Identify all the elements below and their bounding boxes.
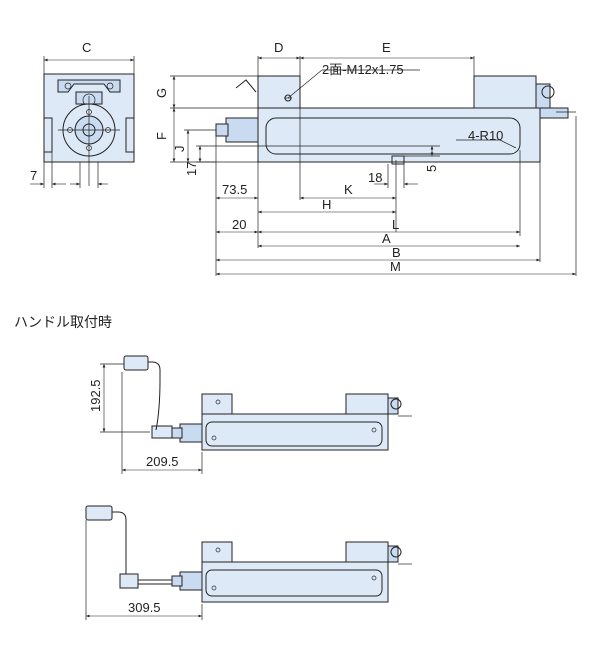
dim-e-label: E <box>382 40 391 55</box>
dim-17-label: 17 <box>184 162 199 176</box>
dim-c-label: C <box>82 40 91 55</box>
dim-a-label: A <box>382 231 391 246</box>
dim-7-label: 7 <box>30 168 37 183</box>
dim-f-label: F <box>154 132 169 140</box>
dim-k-label: K <box>344 182 353 197</box>
dim-d-label: D <box>274 40 283 55</box>
dim-j-label: J <box>172 146 187 153</box>
vise-body <box>257 107 541 163</box>
dim-20-label: 20 <box>232 217 246 232</box>
handle-view-1 <box>100 355 412 474</box>
handle-height-label: 192.5 <box>88 379 103 412</box>
movable-jaw <box>473 75 537 109</box>
dim-g-label: G <box>154 88 169 98</box>
dim-5-label: 5 <box>424 165 439 172</box>
dim-b-label: B <box>392 245 401 260</box>
dim-73-5-label: 73.5 <box>222 182 247 197</box>
dim-l-label: L <box>392 217 399 232</box>
thread-note: 2面-M12x1.75 <box>322 62 404 77</box>
dim-m-label: M <box>390 259 401 274</box>
radius-note: 4-R10 <box>468 128 503 143</box>
dim-18-label: 18 <box>368 170 382 185</box>
side-view <box>30 56 135 188</box>
vise-body-1 <box>201 413 389 451</box>
front-view <box>170 56 577 276</box>
fixed-jaw <box>257 75 301 109</box>
handle-reach-short-label: 209.5 <box>146 454 179 469</box>
handle-view-2 <box>85 505 412 620</box>
handle-reach-long-label: 309.5 <box>128 600 161 615</box>
handle-attached-caption: ハンドル取付時 <box>14 315 112 331</box>
dim-h-label: H <box>322 197 331 212</box>
